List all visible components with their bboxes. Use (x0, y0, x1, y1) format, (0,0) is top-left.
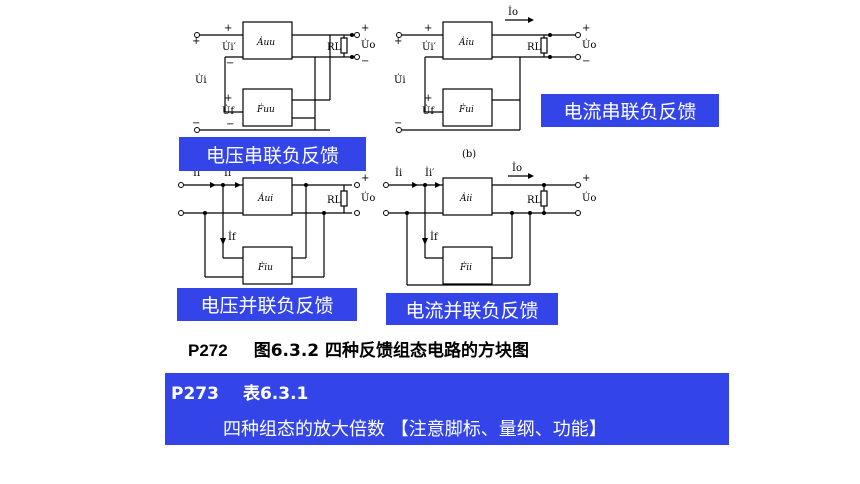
amplifier-block-auu (242, 21, 293, 60)
figure-caption: P272 图6.3.2 四种反馈组态电路的方块图 (188, 336, 529, 361)
svg-text:U̇o: U̇o (582, 39, 596, 51)
feedback-block-fiu (242, 246, 293, 285)
svg-text:−: − (226, 58, 234, 69)
table-description: 四种组态的放大倍数 【注意脚标、量纲、功能】 (223, 419, 607, 440)
load-resistor-b (540, 37, 548, 54)
svg-text:İo: İo (512, 162, 522, 174)
svg-text:Ḟii: Ḟii (459, 261, 472, 273)
label-voltage-shunt-feedback: 电压并联负反馈 (177, 288, 357, 321)
figure-page-ref: P272 (188, 341, 228, 360)
svg-text:−: − (394, 118, 402, 129)
svg-text:U̇o: U̇o (582, 192, 596, 204)
svg-text:Ȧui: Ȧui (257, 192, 273, 204)
svg-text:U̇i′: U̇i′ (222, 41, 237, 53)
circuit-voltage-series: Ȧuu Ḟuu + + U̇i′ − U̇i + U̇f − − RL + U̇… (192, 21, 375, 133)
svg-text:+: + (192, 36, 200, 47)
svg-text:İi′: İi′ (224, 167, 234, 179)
svg-text:+: + (361, 173, 369, 184)
svg-text:+: + (224, 93, 232, 104)
feedback-block-fii (442, 246, 493, 285)
svg-text:+: + (424, 23, 432, 34)
svg-text:U̇o: U̇o (361, 192, 375, 204)
feedback-block-fui (442, 88, 493, 127)
svg-text:+: + (424, 93, 432, 104)
label-voltage-series-feedback: 电压串联负反馈 (179, 137, 366, 171)
label-current-shunt-feedback: 电流并联负反馈 (386, 293, 558, 325)
svg-text:İf: İf (228, 231, 237, 243)
sub-caption: (b) (462, 149, 476, 160)
svg-text:+: + (224, 23, 232, 34)
table-reference-header: P273 表6.3.1 (171, 379, 308, 404)
svg-text:+: + (582, 173, 590, 184)
svg-text:Ȧii: Ȧii (459, 192, 472, 204)
amplifier-block-aui (242, 177, 293, 216)
svg-text:RL: RL (527, 42, 542, 53)
svg-text:U̇f: U̇f (222, 105, 235, 117)
circuit-voltage-shunt: İi İi′ Ȧui İf Ḟiu RL + U̇o (178, 167, 375, 285)
svg-text:U̇i: U̇i (394, 74, 406, 86)
svg-text:RL: RL (527, 195, 542, 206)
svg-text:+: + (394, 36, 402, 47)
svg-text:U̇o: U̇o (361, 39, 375, 51)
svg-text:İi: İi (193, 167, 200, 179)
figure-caption-text: 图6.3.2 四种反馈组态电路的方块图 (253, 341, 530, 361)
svg-text:−: − (192, 118, 200, 129)
svg-text:İi′: İi′ (425, 167, 435, 179)
table-page-ref: P273 (171, 384, 219, 404)
load-resistor (340, 37, 348, 54)
svg-text:Ḟui: Ḟui (458, 103, 474, 115)
amplifier-block-aii (442, 177, 493, 216)
svg-text:İo: İo (508, 6, 518, 18)
svg-text:−: − (226, 119, 234, 130)
svg-text:U̇i: U̇i (195, 74, 207, 86)
label-current-series-feedback: 电流串联负反馈 (541, 94, 719, 127)
circuit-current-shunt: İi İi′ Ȧii İf Ḟii İo RL + U̇o (383, 162, 596, 286)
feedback-block-fuu (242, 88, 293, 127)
feedback-circuits-diagram: .w{stroke:#000;stroke-width:1.2;fill:non… (178, 6, 596, 286)
svg-text:RL: RL (327, 42, 342, 53)
circuit-current-series: Ȧiu Ḟui İo + + U̇i′ U̇i + U̇f − RL + U̇o… (394, 6, 596, 160)
table-reference-box: P273 表6.3.1 四种组态的放大倍数 【注意脚标、量纲、功能】 (165, 373, 729, 445)
label-auu: Ȧuu (256, 36, 275, 48)
svg-text:−: − (361, 56, 369, 67)
svg-text:Ȧiu: Ȧiu (458, 36, 474, 48)
svg-text:U̇f: U̇f (422, 105, 435, 117)
svg-text:+: + (582, 23, 590, 34)
label-fuu: Ḟuu (256, 103, 275, 115)
svg-text:−: − (582, 56, 590, 67)
svg-text:İi: İi (395, 167, 402, 179)
amplifier-block-aiu (442, 21, 493, 60)
svg-text:Ḟiu: Ḟiu (257, 261, 273, 273)
svg-text:U̇i′: U̇i′ (422, 41, 437, 53)
svg-text:İf: İf (430, 231, 439, 243)
table-number: 表6.3.1 (242, 384, 309, 404)
svg-text:+: + (361, 23, 369, 34)
svg-text:RL: RL (327, 195, 342, 206)
